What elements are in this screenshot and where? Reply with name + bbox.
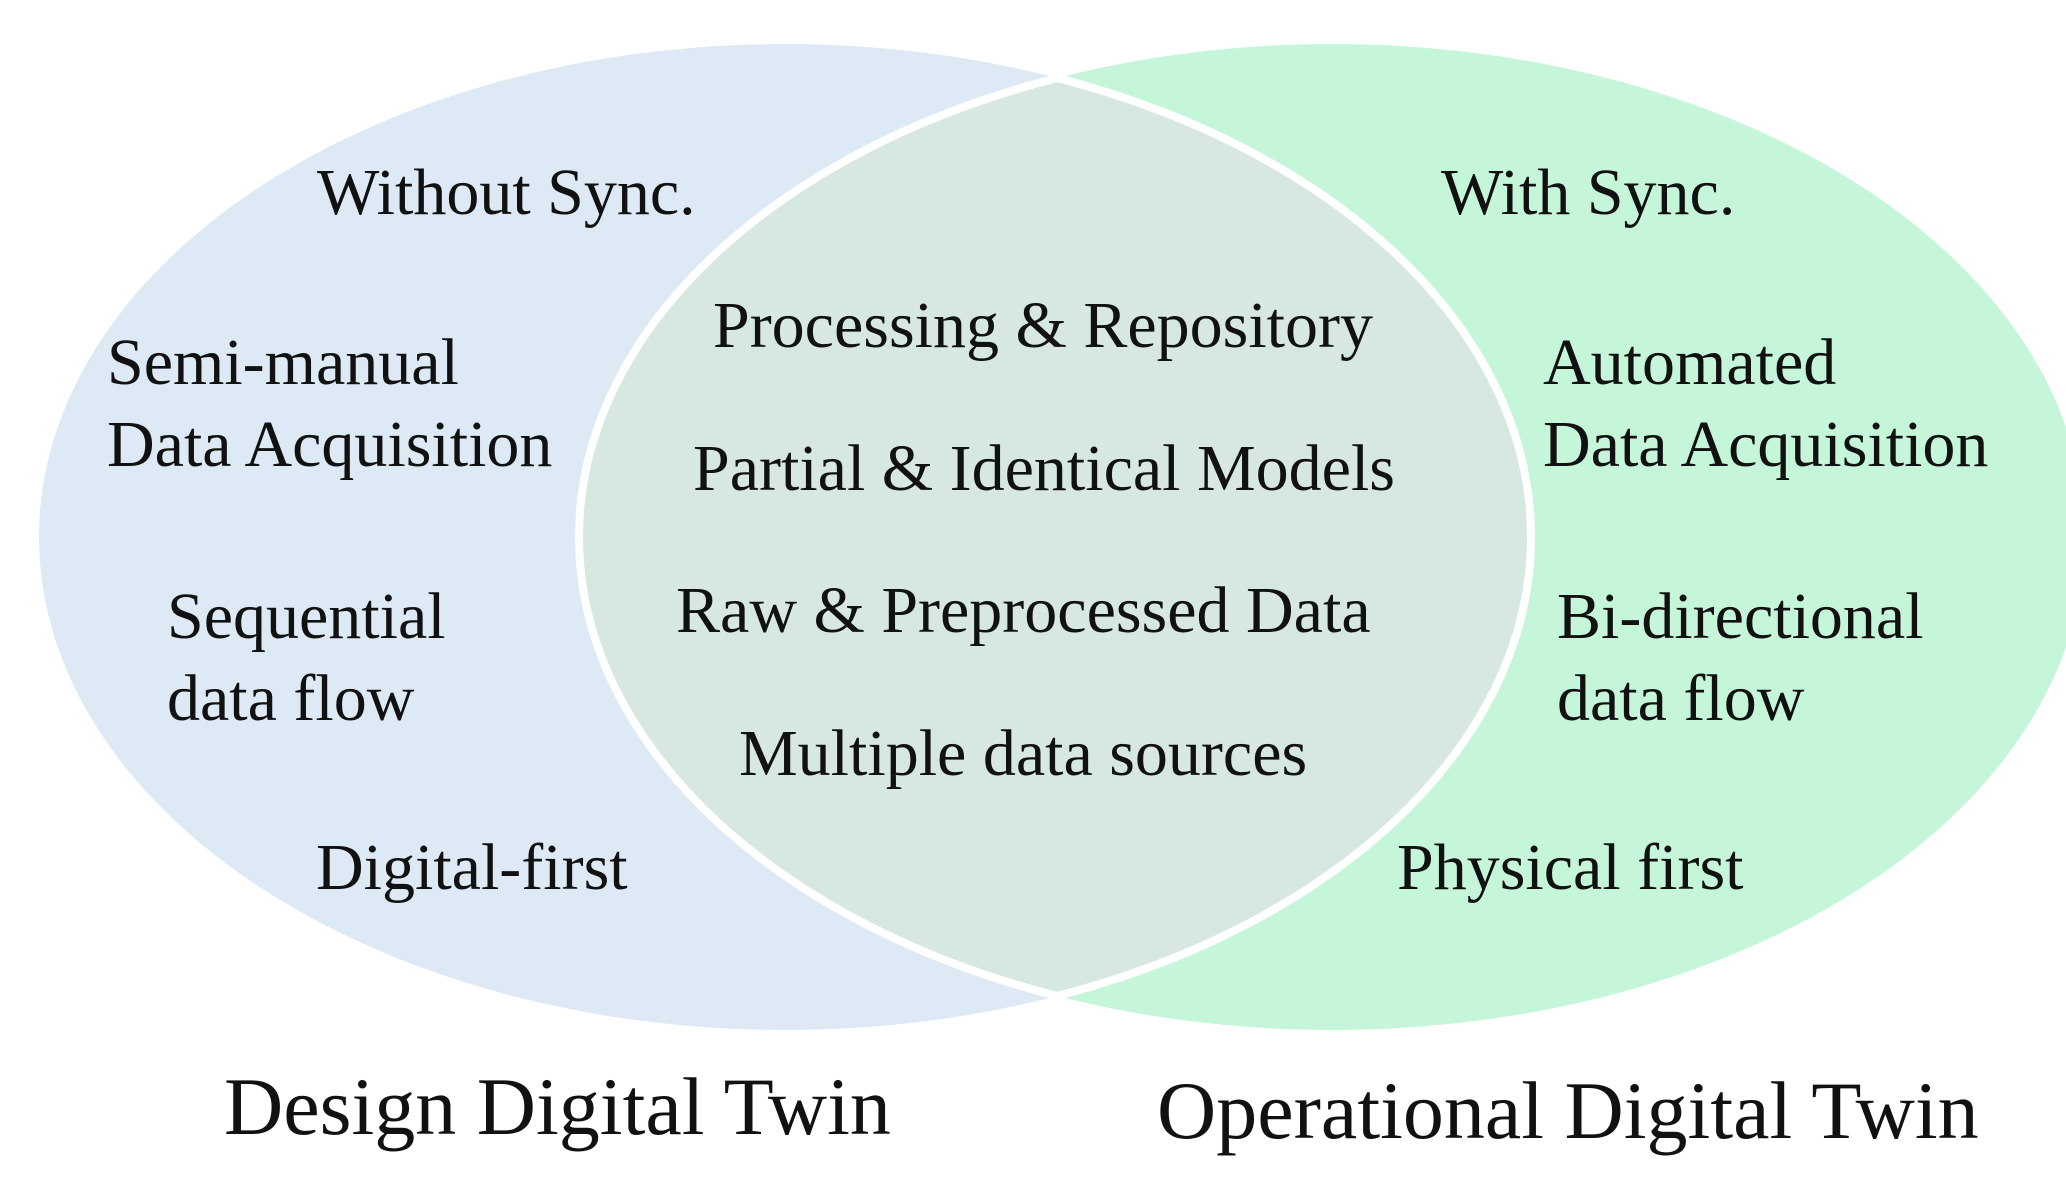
left-item-line: Digital-first xyxy=(316,831,628,904)
center-item-data: Raw & Preprocessed Data xyxy=(676,574,1371,647)
left-item-line: data flow xyxy=(167,662,415,735)
left-item-data-acquisition: Semi-manual Data Acquisition xyxy=(107,330,552,478)
left-item-line: Data Acquisition xyxy=(107,408,553,481)
right-item-first: Physical first xyxy=(1397,835,1743,901)
overlap-region xyxy=(579,44,1531,1030)
operational-twin-caption: Operational Digital Twin xyxy=(1157,1065,1979,1156)
right-item-line: Bi-directional xyxy=(1557,580,1924,653)
left-item-line: Semi-manual xyxy=(107,326,459,399)
right-region-header: With Sync. xyxy=(1441,156,1736,229)
right-item-line: Data Acquisition xyxy=(1543,408,1989,481)
right-item-data-flow: Bi-directional data flow xyxy=(1557,584,1924,732)
right-item-line: Physical first xyxy=(1397,831,1744,904)
overlap-outline-left xyxy=(579,44,1535,1030)
left-item-data-flow: Sequential data flow xyxy=(167,584,446,732)
design-twin-caption: Design Digital Twin xyxy=(224,1061,891,1152)
center-item-sources: Multiple data sources xyxy=(739,717,1308,790)
right-item-data-acquisition: Automated Data Acquisition xyxy=(1543,330,1988,478)
center-item-processing: Processing & Repository xyxy=(713,289,1373,362)
right-item-line: Automated xyxy=(1543,326,1837,399)
right-item-line: data flow xyxy=(1557,662,1805,735)
overlap-outline-right xyxy=(575,44,1531,1030)
left-item-first: Digital-first xyxy=(316,835,628,901)
center-item-models: Partial & Identical Models xyxy=(693,432,1395,505)
left-region-header: Without Sync. xyxy=(317,156,696,229)
left-item-line: Sequential xyxy=(167,580,446,653)
